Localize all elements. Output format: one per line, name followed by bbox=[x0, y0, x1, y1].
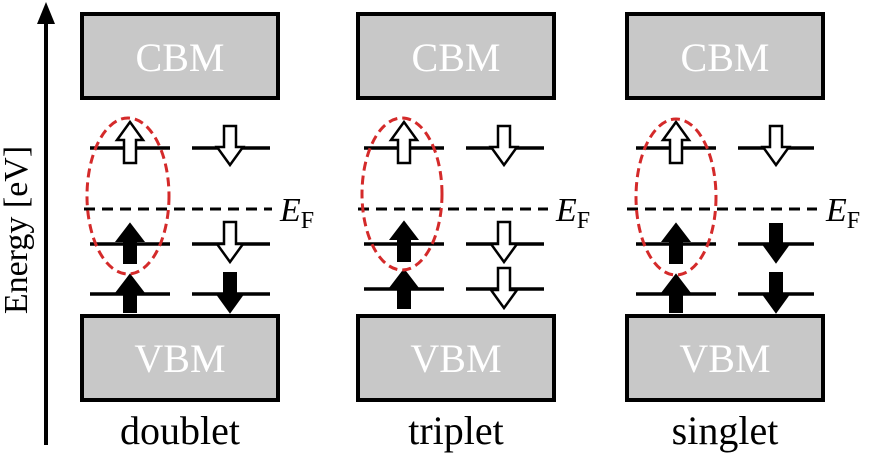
vbm-label: VBM bbox=[679, 336, 770, 381]
spin-down-solid-arrow-icon bbox=[215, 272, 245, 314]
cbm-label: CBM bbox=[681, 35, 770, 80]
spin-up-solid-arrow-icon bbox=[388, 220, 420, 262]
spin-down-solid-arrow-icon bbox=[761, 223, 791, 264]
spin-down-hollow-arrow-icon bbox=[214, 220, 246, 265]
spin-up-hollow-arrow-icon bbox=[114, 119, 146, 165]
highlight-ellipse bbox=[634, 117, 718, 277]
fermi-level-label: EF bbox=[825, 192, 860, 234]
spin-down-hollow-arrow-icon bbox=[214, 124, 246, 168]
highlight-ellipse bbox=[360, 116, 444, 272]
energy-axis: Energy [eV] bbox=[0, 2, 55, 445]
spin-down-hollow-arrow-icon bbox=[760, 124, 792, 168]
cbm-label: CBM bbox=[412, 35, 501, 80]
vbm-label: VBM bbox=[134, 336, 225, 381]
spin-down-solid-arrow-icon bbox=[761, 272, 791, 314]
panel-label-singlet: singlet bbox=[672, 408, 779, 453]
panel-label-triplet: triplet bbox=[408, 408, 504, 453]
vbm-band bbox=[80, 314, 280, 402]
panel-label-doublet: doublet bbox=[120, 408, 240, 453]
spin-up-solid-arrow-icon bbox=[388, 268, 420, 309]
spin-up-hollow-arrow-icon bbox=[388, 119, 420, 165]
fermi-level-label: EF bbox=[279, 192, 314, 234]
spin-up-solid-arrow-icon bbox=[114, 273, 146, 313]
spin-down-hollow-arrow-icon bbox=[488, 124, 520, 168]
energy-axis-arrowhead-icon bbox=[37, 2, 55, 24]
highlight-ellipse bbox=[85, 116, 171, 276]
energy-axis-label: Energy [eV] bbox=[0, 146, 35, 314]
cbm-label: CBM bbox=[136, 35, 225, 80]
spin-up-hollow-arrow-icon bbox=[660, 119, 692, 165]
panel-triplet: CBM VBM EF triplet bbox=[356, 12, 590, 453]
panel-singlet: CBM VBM EF singlet bbox=[625, 12, 860, 453]
cbm-band bbox=[80, 12, 280, 100]
spin-up-solid-arrow-icon bbox=[114, 222, 146, 264]
spin-down-hollow-arrow-icon bbox=[488, 266, 520, 311]
fermi-level-label: EF bbox=[555, 192, 590, 234]
spin-up-solid-arrow-icon bbox=[660, 222, 692, 264]
spin-up-solid-arrow-icon bbox=[660, 273, 692, 313]
cbm-band bbox=[625, 12, 825, 100]
vbm-band bbox=[356, 314, 556, 402]
vbm-label: VBM bbox=[410, 336, 501, 381]
cbm-band bbox=[356, 12, 556, 100]
spin-down-hollow-arrow-icon bbox=[488, 220, 520, 265]
panel-doublet: CBM VBM EF doublet bbox=[80, 12, 314, 453]
vbm-band bbox=[625, 314, 825, 402]
